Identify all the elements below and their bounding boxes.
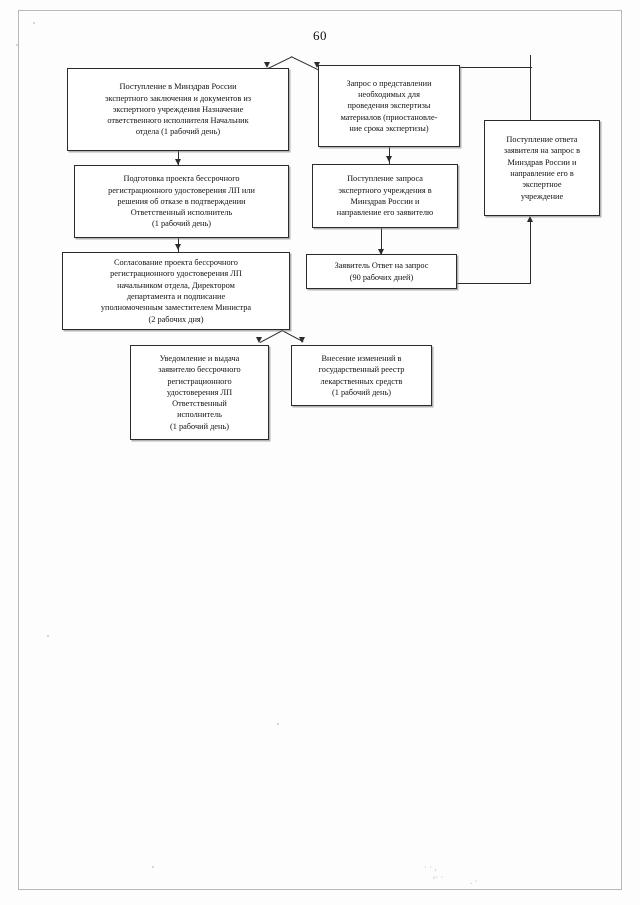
connector-n2-n5 — [389, 147, 391, 164]
connector-n5-n7 — [381, 228, 383, 254]
arrowhead-to-box2 — [314, 62, 320, 68]
arrowhead-n6-n8 — [256, 337, 262, 343]
scan-smudge: . · — [470, 876, 478, 886]
arrowhead-n7-n3 — [527, 216, 533, 222]
flow-node-n3-text: Поступление ответа заявителя на запрос в… — [503, 135, 581, 201]
flow-node-n8[interactable]: Уведомление и выдача заявителю бессрочно… — [130, 345, 269, 440]
flow-node-n4-text: Подготовка проекта бессрочного регистрац… — [108, 174, 255, 229]
scan-speck — [152, 866, 154, 868]
flow-node-n1-text: Поступление в Минздрав России экспертног… — [104, 82, 252, 137]
flow-node-n5-text: Поступление запроса экспертного учрежден… — [336, 174, 434, 218]
flow-node-n5[interactable]: Поступление запроса экспертного учрежден… — [312, 164, 458, 228]
flow-node-n4[interactable]: Подготовка проекта бессрочного регистрац… — [74, 165, 289, 238]
flow-node-n1[interactable]: Поступление в Минздрав России экспертног… — [67, 68, 289, 151]
flow-node-n9-text: Внесение изменений в государственный рее… — [318, 353, 405, 397]
scan-speck — [47, 635, 49, 637]
arrowhead-to-box1 — [264, 62, 270, 68]
scan-speck — [33, 22, 35, 24]
arrowhead-n5-n7 — [378, 249, 384, 255]
connector-n7-to-right — [457, 283, 531, 285]
flow-node-n6[interactable]: Согласование проекта бессрочного регистр… — [62, 252, 290, 330]
scan-speck — [277, 723, 279, 725]
arrowhead-n6-n9 — [299, 337, 305, 343]
flow-node-n7-text: Заявитель Ответ на запрос (90 рабочих дн… — [334, 261, 429, 282]
arrowhead-n4-n6 — [175, 244, 181, 250]
flow-node-n3[interactable]: Поступление ответа заявителя на запрос в… — [484, 120, 600, 216]
page-number: 60 — [313, 28, 327, 43]
arrowhead-n2-n5 — [386, 156, 392, 162]
arrowhead-n1-n4 — [175, 159, 181, 165]
flow-node-n6-text: Согласование проекта бессрочного регистр… — [100, 258, 252, 324]
flow-node-n2-text: Запрос о представлении необходимых для п… — [340, 78, 438, 133]
flow-node-n8-text: Уведомление и выдача заявителю бессрочно… — [158, 353, 241, 431]
scan-smudge: · · , — [424, 862, 437, 872]
flow-node-n7[interactable]: Заявитель Ответ на запрос (90 рабочих дн… — [306, 254, 457, 289]
flow-node-n9[interactable]: Внесение изменений в государственный рее… — [291, 345, 432, 406]
page-border-frame — [18, 10, 622, 890]
flow-node-n2[interactable]: Запрос о представлении необходимых для п… — [318, 65, 460, 147]
connector-n7-up-to-n3 — [530, 222, 532, 284]
connector-right-column-drop — [530, 55, 532, 120]
scan-speck — [16, 44, 18, 46]
scan-smudge: ⌐ · — [433, 872, 444, 882]
